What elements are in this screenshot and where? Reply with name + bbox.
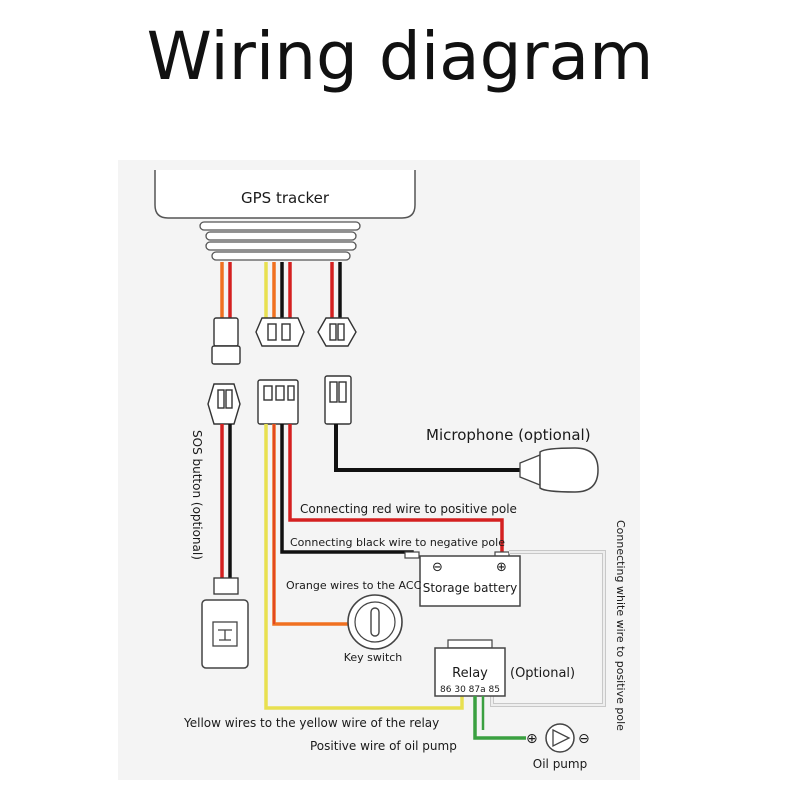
orange-wires-label: Orange wires to the ACC bbox=[286, 579, 422, 592]
oil-pump-minus-sign: ⊖ bbox=[578, 731, 590, 747]
red-wire-label: Connecting red wire to positive pole bbox=[300, 502, 517, 516]
battery-minus-sign: ⊖ bbox=[432, 560, 443, 575]
relay: Relay 86 30 87a 85 bbox=[434, 639, 506, 697]
relay-pins-label: 86 30 87a 85 bbox=[440, 685, 500, 695]
oil-pump[interactable]: ⊕ ⊖ bbox=[526, 723, 590, 753]
microphone-label: Microphone (optional) bbox=[426, 426, 591, 444]
microphone[interactable] bbox=[519, 447, 599, 493]
relay-label: Relay bbox=[452, 666, 488, 681]
tracker-leads bbox=[220, 262, 342, 318]
green-wire bbox=[473, 696, 526, 740]
gps-tracker-label: GPS tracker bbox=[241, 189, 330, 207]
positive-oil-pump-label: Positive wire of oil pump bbox=[310, 739, 457, 753]
sos-wires bbox=[220, 424, 232, 580]
microphone-wire bbox=[334, 424, 530, 472]
page-title: Wiring diagram bbox=[146, 18, 654, 95]
relay-optional-label: (Optional) bbox=[510, 666, 575, 681]
sos-button[interactable] bbox=[201, 599, 249, 669]
gps-tracker: GPS tracker bbox=[154, 170, 416, 261]
red-wire bbox=[288, 424, 504, 556]
sos-button-label: SOS button (optional) bbox=[190, 430, 204, 560]
lower-connectors bbox=[207, 375, 352, 425]
storage-battery-label: Storage battery bbox=[423, 581, 518, 595]
key-switch-label: Key switch bbox=[344, 651, 403, 664]
key-switch[interactable] bbox=[347, 594, 403, 650]
white-wire-label: Connecting white wire to positive pole bbox=[614, 520, 627, 731]
yellow-wires-label: Yellow wires to the yellow wire of the r… bbox=[183, 716, 439, 730]
battery-plus-sign: ⊕ bbox=[496, 560, 507, 575]
sos-plug bbox=[213, 577, 239, 595]
yellow-wire bbox=[264, 424, 464, 710]
black-wire-label: Connecting black wire to negative pole bbox=[290, 536, 505, 549]
storage-battery: ⊖ ⊕ Storage battery bbox=[404, 551, 521, 607]
oil-pump-label: Oil pump bbox=[533, 757, 587, 771]
upper-connectors bbox=[211, 317, 357, 365]
oil-pump-plus-sign: ⊕ bbox=[526, 731, 538, 747]
